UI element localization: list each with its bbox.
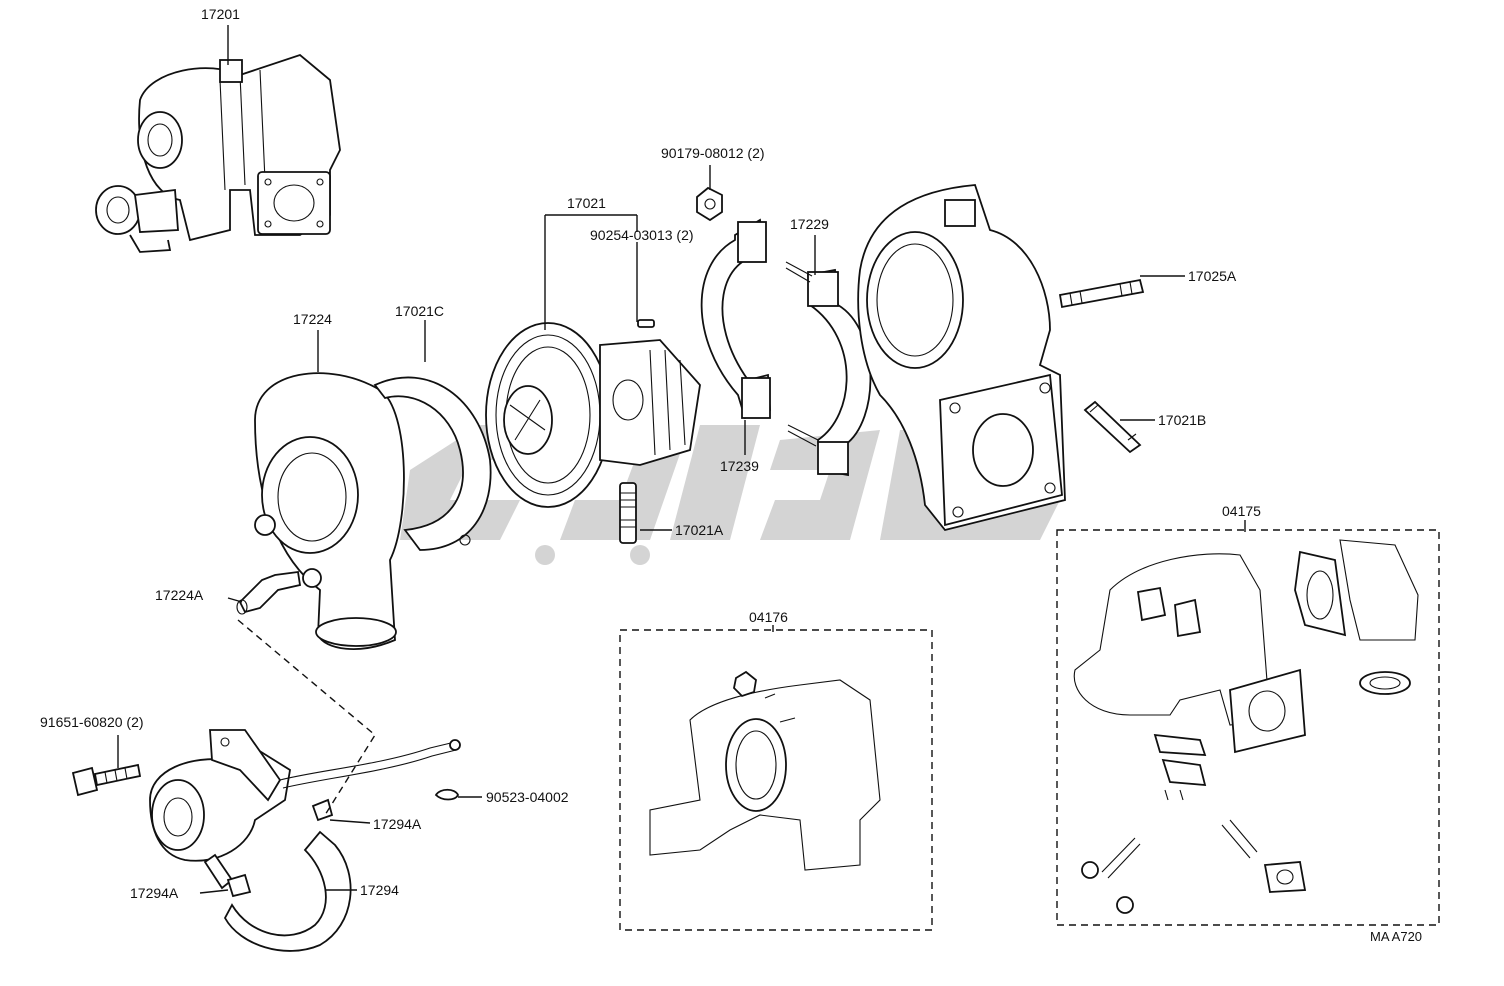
bolt-91651-60820 [71,763,142,797]
leader-lines [117,25,1246,894]
label-90254-03013: 90254-03013 (2) [590,227,694,243]
fitting-17224A [236,570,302,615]
label-17021C: 17021C [395,303,444,319]
part-labels: 17201 17021 90179-08012 (2) 90254-03013 … [40,6,1422,944]
label-17294A-lower: 17294A [130,885,179,901]
wastegate-actuator [149,729,461,862]
label-17224A: 17224A [155,587,204,603]
nut-90179-08012 [696,186,723,222]
stud-17025A [1058,278,1145,309]
label-17294A-upper: 17294A [373,816,422,832]
label-17021B: 17021B [1158,412,1206,428]
clamp-17239 [700,218,771,420]
label-17021: 17021 [567,195,606,211]
stud-17021A [619,482,637,544]
label-04175: 04175 [1222,503,1261,519]
clip-17294A-upper [311,798,334,822]
label-17294: 17294 [360,882,399,898]
label-90179-08012: 90179-08012 (2) [661,145,765,161]
label-17224: 17224 [293,311,332,327]
label-17025A: 17025A [1188,268,1237,284]
turbine-housing [857,184,1066,532]
kit-box-04175 [1056,529,1440,926]
stud-17021B [1083,400,1142,454]
label-91651-60820: 91651-60820 (2) [40,714,144,730]
pin-90254-03013 [637,319,655,328]
label-17021A: 17021A [675,522,724,538]
label-17201: 17201 [201,6,240,22]
dashed-connector [237,619,376,816]
label-17239: 17239 [720,458,759,474]
diagram-code: MA A720 [1370,929,1422,944]
label-17229: 17229 [790,216,829,232]
center-core-17021 [485,322,701,508]
label-04176: 04176 [749,609,788,625]
hose-17294 [203,830,352,952]
clip-17294A-lower [226,873,252,898]
clamp-17229 [785,261,872,477]
kit-box-04176 [619,629,933,931]
turbo-assembly-17201 [95,53,341,253]
clip-90523-04002 [434,788,459,801]
compressor-housing-17224 [254,372,405,650]
label-90523-04002: 90523-04002 [486,789,569,805]
